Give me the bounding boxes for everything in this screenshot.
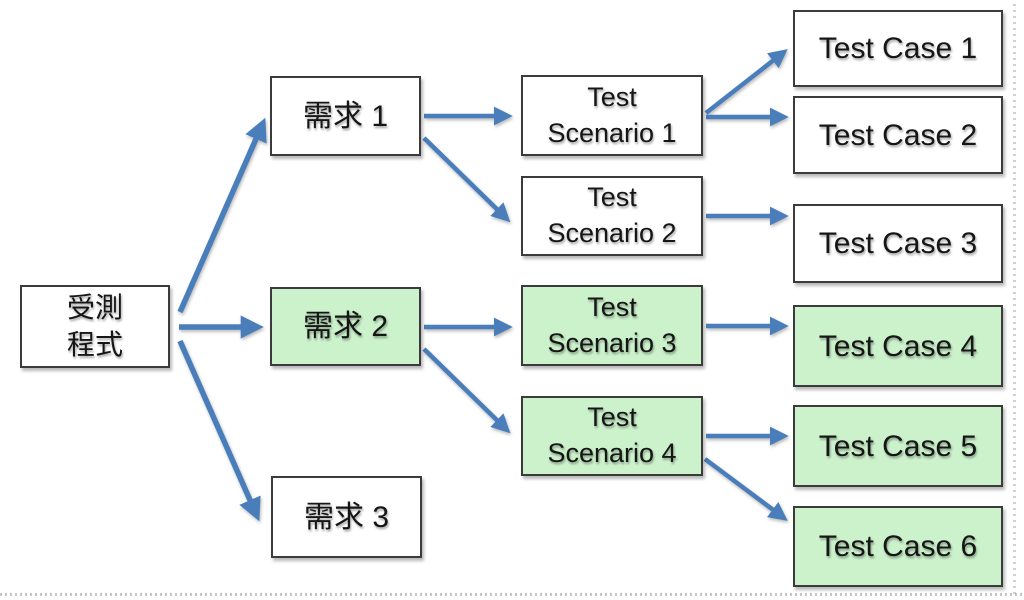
scan-artifact-right	[1013, 2, 1016, 594]
node-requirement-3-label: 需求 3	[303, 500, 390, 534]
node-program-under-test-label: 受測 程式	[66, 292, 123, 360]
node-test-scenario-3: Test Scenario 3	[521, 285, 703, 366]
node-requirement-1: 需求 1	[270, 76, 421, 156]
node-test-case-1-label: Test Case 1	[818, 32, 978, 65]
node-test-scenario-1: Test Scenario 1	[521, 75, 703, 156]
node-test-case-6: Test Case 6	[793, 506, 1003, 587]
node-requirement-2-label: 需求 2	[302, 310, 389, 343]
node-requirement-3: 需求 3	[271, 476, 422, 558]
node-requirement-2: 需求 2	[270, 287, 421, 366]
arrow-root-to-req3	[177, 339, 261, 522]
arrow-req1-to-ts2	[422, 136, 511, 223]
node-test-scenario-4-label: Test Scenario 4	[547, 402, 677, 468]
node-test-case-5: Test Case 5	[793, 405, 1003, 487]
node-test-scenario-2-label: Test Scenario 2	[547, 182, 677, 248]
node-test-case-5-label: Test Case 5	[818, 429, 978, 463]
node-test-case-3: Test Case 3	[793, 204, 1003, 283]
node-test-scenario-2: Test Scenario 2	[521, 176, 703, 256]
arrow-req2-to-ts4	[422, 347, 511, 434]
node-test-case-4: Test Case 4	[793, 305, 1003, 387]
node-test-scenario-1-label: Test Scenario 1	[547, 81, 677, 148]
node-test-case-4-label: Test Case 4	[818, 329, 978, 363]
node-test-case-2-label: Test Case 2	[818, 118, 978, 152]
node-test-case-3-label: Test Case 3	[818, 227, 978, 260]
arrow-root-to-req1	[177, 117, 267, 314]
scan-artifact-bottom	[0, 593, 1024, 596]
arrow-ts4-to-tc6	[703, 457, 788, 521]
node-test-case-2: Test Case 2	[793, 96, 1003, 174]
node-test-case-6-label: Test Case 6	[818, 530, 978, 563]
node-test-scenario-3-label: Test Scenario 3	[547, 291, 677, 358]
node-program-under-test: 受測 程式	[20, 285, 170, 368]
node-test-case-1: Test Case 1	[793, 10, 1003, 87]
arrow-ts1-to-tc1	[704, 49, 788, 115]
node-requirement-1-label: 需求 1	[302, 99, 389, 133]
node-test-scenario-4: Test Scenario 4	[521, 396, 703, 476]
